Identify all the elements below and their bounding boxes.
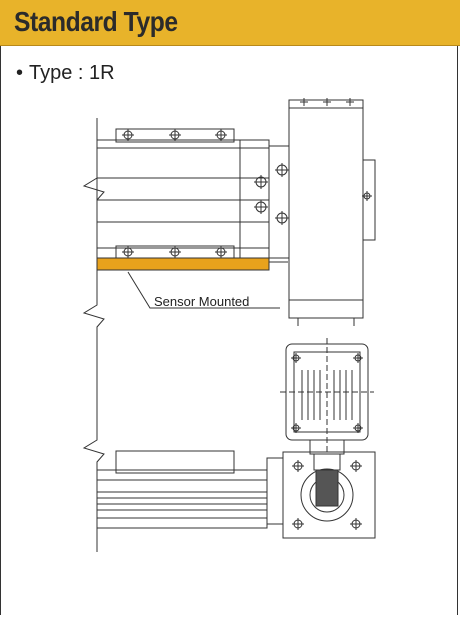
type-text: Type : 1R	[29, 62, 115, 84]
motor-flange	[268, 145, 290, 259]
type-label: •Type : 1R	[16, 62, 115, 85]
output-bore	[300, 468, 354, 522]
motor-fins	[301, 370, 353, 420]
gearbox-block	[282, 451, 376, 539]
sensor-strip	[96, 257, 270, 271]
motor-side-cover	[362, 159, 376, 241]
callout-leader	[127, 271, 280, 309]
rail-plate-lower	[115, 450, 235, 474]
actuator-body-bottom	[96, 469, 268, 529]
bolt-symbols	[122, 98, 372, 530]
break-line	[82, 118, 105, 552]
actuator-body-top	[96, 139, 270, 259]
callout-sensor-mounted: Sensor Mounted	[154, 294, 250, 309]
section-header: Standard Type	[0, 0, 460, 46]
motor-housing	[288, 99, 364, 319]
page-title: Standard Type	[14, 6, 178, 37]
bullet: •	[16, 62, 24, 84]
